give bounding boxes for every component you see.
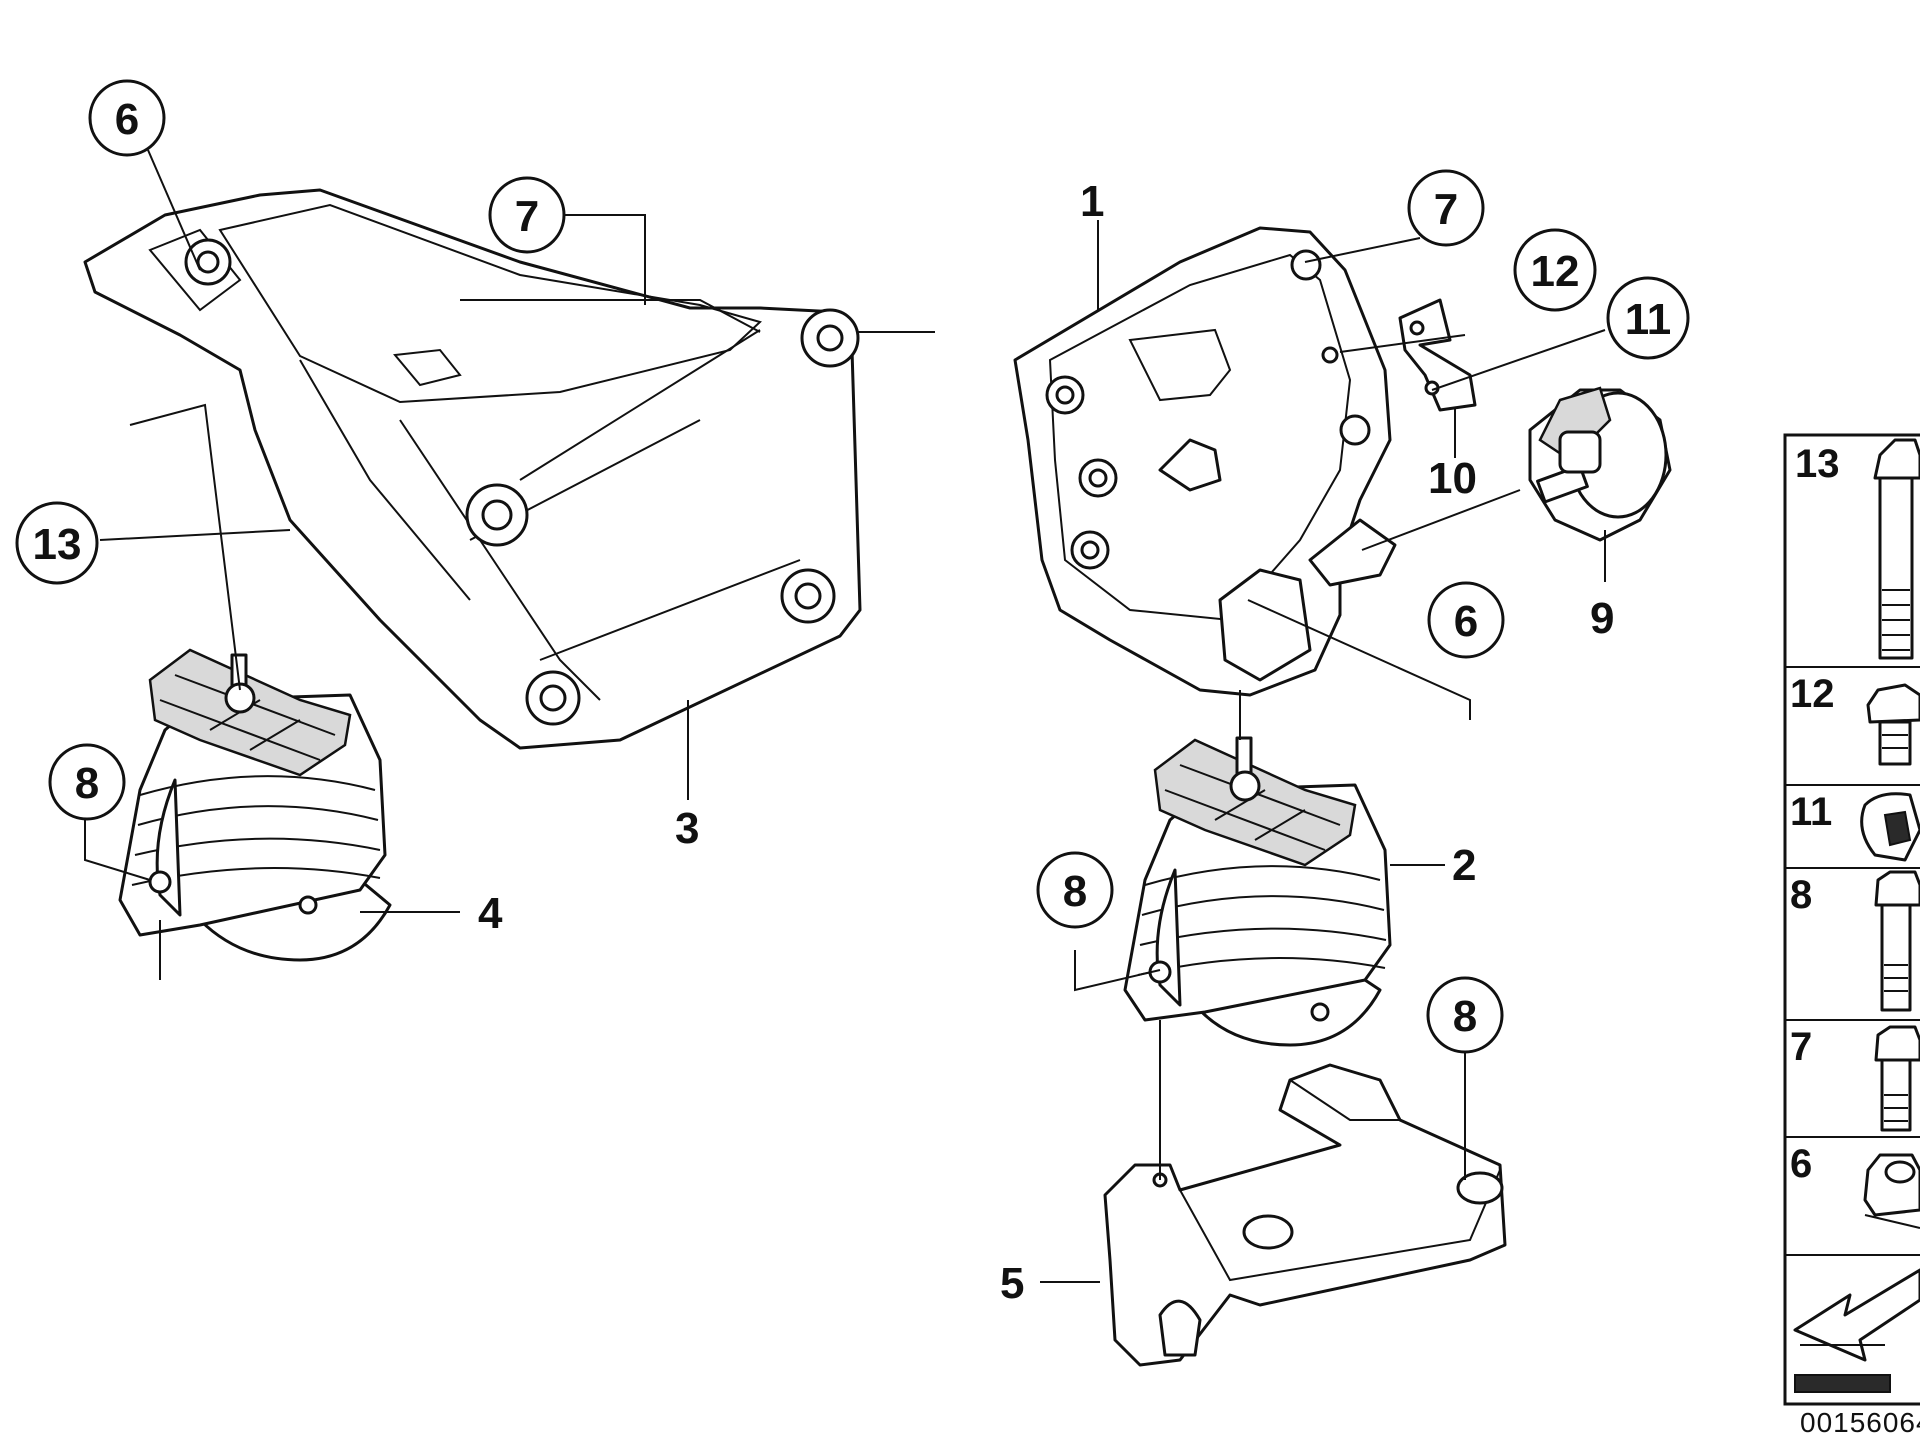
fastener-legend: 13 12 11 8 [1783, 433, 1920, 1406]
engine-bracket-right-part1 [1013, 226, 1397, 697]
bolt-icon [1874, 1025, 1920, 1132]
bolt-icon [1874, 870, 1920, 1012]
legend-row-7: 7 [1790, 1025, 1920, 1132]
hex-nut-icon [1863, 1153, 1920, 1229]
callout-12: 12 [1513, 228, 1597, 312]
callout-6-right: 6 [1427, 581, 1505, 659]
clip-plate-part10 [1398, 298, 1477, 412]
rubber-buffer-part9 [1528, 386, 1672, 542]
legend-row-12: 12 [1790, 672, 1920, 766]
svg-text:8: 8 [75, 759, 99, 808]
svg-text:12: 12 [1790, 672, 1835, 716]
callout-6-top-left: 6 [88, 79, 166, 157]
svg-text:13: 13 [33, 520, 82, 569]
label-9: 9 [1590, 594, 1614, 643]
hex-bolt-icon [1866, 683, 1920, 766]
svg-text:8: 8 [1453, 992, 1477, 1041]
label-10: 10 [1428, 454, 1477, 503]
svg-text:7: 7 [1434, 185, 1458, 234]
clip-nut-icon [1860, 792, 1920, 862]
label-4: 4 [478, 889, 503, 938]
document-number: 00156064 [1800, 1407, 1920, 1438]
direction-arrow-icon [1793, 1268, 1920, 1393]
svg-text:6: 6 [1454, 597, 1478, 646]
legend-row-8: 8 [1790, 870, 1920, 1012]
label-3: 3 [675, 804, 699, 853]
label-5: 5 [1000, 1259, 1024, 1308]
legend-row-13: 13 [1795, 438, 1920, 660]
legend-row-arrow [1793, 1268, 1920, 1393]
callout-8-left: 8 [48, 743, 126, 821]
svg-text:11: 11 [1790, 790, 1832, 834]
svg-text:6: 6 [115, 95, 139, 144]
svg-text:7: 7 [1790, 1025, 1812, 1069]
legend-row-6: 6 [1790, 1142, 1920, 1229]
legend-row-11: 11 [1790, 790, 1920, 862]
leader-lines [84, 149, 1606, 1283]
callout-7-left: 7 [488, 176, 566, 254]
engine-mount-left-part4 [118, 648, 392, 962]
label-1: 1 [1080, 177, 1104, 226]
callout-8-right: 8 [1426, 976, 1504, 1054]
svg-text:13: 13 [1795, 442, 1840, 486]
engine-mount-right-part2 [1123, 736, 1392, 1047]
svg-text:7: 7 [515, 192, 539, 241]
svg-text:8: 8 [1063, 867, 1087, 916]
long-bolt-icon [1873, 438, 1920, 660]
label-2: 2 [1452, 841, 1476, 890]
callout-13: 13 [15, 501, 99, 585]
svg-text:6: 6 [1790, 1142, 1812, 1186]
engine-bracket-left-part3 [83, 188, 862, 750]
callout-11: 11 [1606, 276, 1690, 360]
callout-8-mid: 8 [1036, 851, 1114, 929]
svg-text:12: 12 [1531, 247, 1580, 296]
svg-text:11: 11 [1625, 295, 1672, 344]
support-bracket-part5 [1103, 1063, 1507, 1367]
svg-text:8: 8 [1790, 873, 1812, 917]
callout-7-right: 7 [1407, 169, 1485, 247]
